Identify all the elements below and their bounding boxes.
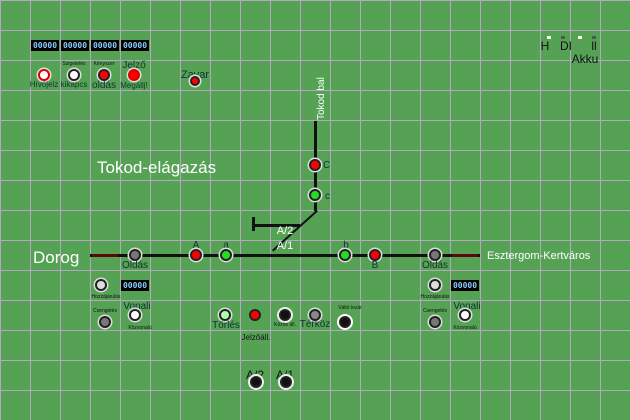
label: Megállj!: [120, 81, 148, 90]
siding-track[interactable]: [255, 224, 300, 227]
main-track[interactable]: [90, 254, 480, 257]
label: oldás: [92, 80, 116, 91]
bumper: [252, 217, 255, 231]
indicator-icon: [547, 36, 551, 39]
label: Vonali: [453, 301, 481, 312]
signal-c-label: c: [325, 191, 330, 202]
counter: 00000: [91, 40, 119, 51]
station-title: Tokod-elágazás: [97, 158, 217, 177]
signal-C[interactable]: [309, 159, 321, 171]
status-di: DI: [560, 39, 572, 53]
label: Hozzájárulás: [420, 294, 450, 300]
label: Térköz: [299, 319, 331, 330]
oldas-right-button[interactable]: [429, 249, 441, 261]
vonali-left-button[interactable]: [129, 309, 141, 321]
vonali-right-button[interactable]: [459, 309, 471, 321]
direction-right: Esztergom-Kertváros: [487, 250, 591, 262]
signal-b-label: b: [343, 240, 349, 251]
a1-button[interactable]: [280, 376, 292, 388]
counter: 00000: [31, 40, 59, 51]
approach-track-left: [92, 254, 118, 257]
label: Közvonalú: [128, 325, 152, 331]
signal-a-label: a: [223, 240, 229, 251]
label: kikapcs: [60, 80, 88, 89]
label: Oldás: [121, 260, 149, 271]
label: Oldás: [421, 260, 449, 271]
a2-button[interactable]: [250, 376, 262, 388]
signal-C-label: C: [323, 160, 331, 171]
csengetes-left-button[interactable]: [99, 316, 111, 328]
status-akku: Akku: [571, 52, 599, 66]
csengetes-right-button[interactable]: [429, 316, 441, 328]
counter: 00000: [61, 40, 89, 51]
hozzajarulas-left-button[interactable]: [95, 279, 107, 291]
kikapcs-button[interactable]: [68, 69, 80, 81]
label: Kényszer: [93, 61, 115, 67]
indicator-icon: [592, 36, 596, 39]
label: Jelzőáll.: [241, 333, 271, 342]
label: Csengetés: [93, 308, 117, 314]
label: Közös áll.: [274, 322, 296, 328]
hivojelz-button[interactable]: [38, 69, 50, 81]
jelzoall-button[interactable]: [249, 309, 261, 321]
indicator-icon: [578, 36, 582, 39]
counter-right: 00000: [451, 280, 479, 291]
hozzajarulas-right-button[interactable]: [429, 279, 441, 291]
label: Vonali: [123, 301, 151, 312]
direction-up: Tokod bal: [316, 77, 327, 120]
label: Csengetés: [423, 308, 447, 314]
signal-a[interactable]: [220, 249, 232, 261]
status-ll: ll: [591, 39, 597, 53]
label: Szigetelés: [62, 61, 86, 67]
status-h: H: [540, 39, 550, 53]
kenyszer-oldas-button[interactable]: [98, 69, 110, 81]
signal-A-label: A: [192, 240, 200, 251]
label: Hozzájárulás: [91, 294, 121, 300]
signal-A[interactable]: [190, 249, 202, 261]
label: Közvonalú: [453, 325, 477, 331]
indicator-icon: [561, 36, 565, 39]
direction-left: Dorog: [33, 248, 80, 267]
approach-track-right: [452, 254, 478, 257]
counter: 00000: [121, 40, 149, 51]
kozosall-button[interactable]: [279, 309, 291, 321]
counter-left: 00000: [121, 280, 149, 291]
label: Törlés: [212, 320, 240, 331]
track-a1-label: A/1: [276, 240, 294, 252]
signal-c[interactable]: [309, 189, 321, 201]
label: Hívójelz: [29, 80, 59, 89]
track-a2-label: A/2: [276, 225, 294, 237]
label: Jelző: [122, 60, 146, 71]
torles-button[interactable]: [219, 309, 231, 321]
megallj-button[interactable]: [128, 69, 140, 81]
signal-B[interactable]: [369, 249, 381, 261]
valtolezar-button[interactable]: [339, 316, 351, 328]
signal-b[interactable]: [339, 249, 351, 261]
oldas-left-button[interactable]: [129, 249, 141, 261]
label: Váltó lezár: [338, 305, 362, 311]
terkoz-button[interactable]: [309, 309, 321, 321]
signal-B-label: B: [371, 260, 379, 271]
label: Zavar: [180, 69, 210, 81]
zavar-lamp: [190, 76, 200, 86]
